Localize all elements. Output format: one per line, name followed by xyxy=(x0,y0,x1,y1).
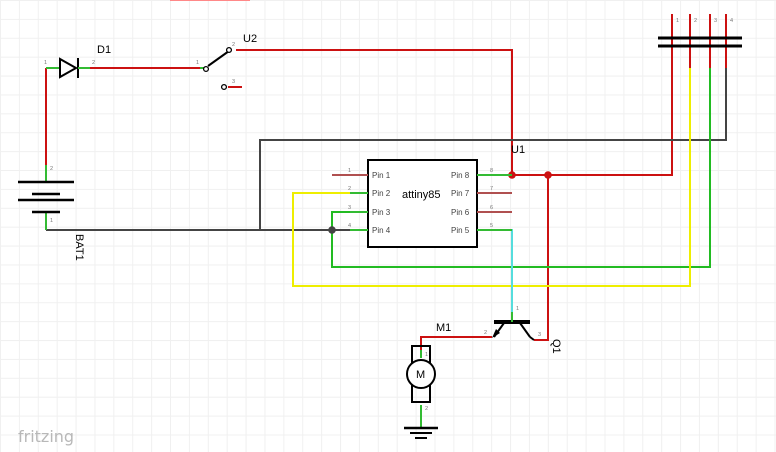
u2-pin1-number: 1 xyxy=(196,60,199,66)
chip-right-pin-name: Pin 8 xyxy=(451,171,470,180)
chip-left-pin-number: 4 xyxy=(348,223,351,229)
chip-left-pin-number: 2 xyxy=(348,186,351,192)
chip-right-pin-name: Pin 5 xyxy=(451,226,470,235)
d1-pin2-number: 2 xyxy=(92,60,95,66)
switch-lever-icon xyxy=(207,50,230,67)
q1-pin2-number: 2 xyxy=(484,330,487,336)
q1-pin3-number: 3 xyxy=(538,332,541,338)
chip-right-pin-number: 5 xyxy=(490,223,493,229)
junction-ground xyxy=(328,226,336,234)
chip-left-pin-name: Pin 4 xyxy=(372,226,391,235)
chip-name: attiny85 xyxy=(402,189,441,201)
wire-pin3-to-header3 xyxy=(331,68,711,268)
chip-left-pin-name: Pin 2 xyxy=(372,189,391,198)
d1-pin1-number: 1 xyxy=(44,60,47,66)
chip-right-pin-number: 6 xyxy=(490,205,493,211)
wire-pin5-to-q1 xyxy=(478,229,513,312)
bat1-pin2-number: 2 xyxy=(50,166,53,172)
d1-label: D1 xyxy=(97,44,111,56)
m1-label: M1 xyxy=(436,322,451,334)
wire-u2-to-rail xyxy=(236,49,513,175)
u2-label: U2 xyxy=(243,33,257,45)
chip-left-pin-name: Pin 3 xyxy=(372,208,391,217)
wire-pin8-to-header1 xyxy=(478,68,673,176)
wire-rail-to-q1 xyxy=(534,175,549,341)
header-pin-number: 3 xyxy=(714,18,717,24)
ground-symbol xyxy=(404,426,438,439)
u2-pin2-number: 2 xyxy=(232,42,235,48)
fritzing-watermark: fritzing xyxy=(18,427,74,446)
u2-pin3-number: 3 xyxy=(232,79,235,85)
bat1-label: BAT1 xyxy=(73,234,85,261)
m1-pin1-number: 1 xyxy=(425,352,428,358)
wire-m1-to-q1 xyxy=(420,336,492,350)
wire-ground-loop xyxy=(259,68,727,230)
q1-label: Q1 xyxy=(550,339,562,354)
chip-left-pin-number: 1 xyxy=(348,168,351,174)
motor-symbol-icon xyxy=(406,359,436,389)
diode-symbol-icon xyxy=(59,57,79,79)
switch-u2[interactable]: 1 2 3 U2 xyxy=(196,33,257,91)
bat1-pin1-number: 1 xyxy=(50,218,53,224)
diode-d1[interactable]: 1 2 D1 xyxy=(44,44,111,79)
chip-right-pin-number: 7 xyxy=(490,186,493,192)
chip-right-pin-name: Pin 7 xyxy=(451,189,470,198)
chip-left-pin-name: Pin 1 xyxy=(372,171,391,180)
header-pin-number: 4 xyxy=(730,18,733,24)
header-pin-number: 1 xyxy=(676,18,679,24)
wire-pin2-to-header2 xyxy=(292,68,691,287)
battery-bat1[interactable]: 2 1 BAT1 xyxy=(18,166,85,261)
u1-label: U1 xyxy=(511,144,525,156)
motor-symbol-letter: M xyxy=(416,369,425,381)
header-pin-number: 2 xyxy=(694,18,697,24)
q1-pin1-number: 1 xyxy=(516,306,519,312)
chip-u1[interactable]: attiny85 U1 1 2 3 4 Pin 1 Pin 2 Pin 3 Pi… xyxy=(332,144,525,248)
chip-left-pin-number: 3 xyxy=(348,205,351,211)
header-connector[interactable]: 1 2 3 4 xyxy=(658,14,742,68)
m1-pin2-number: 2 xyxy=(425,406,428,412)
chip-body xyxy=(367,159,478,248)
junction-rail-b xyxy=(544,171,552,179)
transistor-q1[interactable]: 1 2 3 Q1 xyxy=(484,306,562,354)
motor-m1[interactable]: M 1 2 M1 xyxy=(406,322,451,412)
chip-right-pin-name: Pin 6 xyxy=(451,208,470,217)
chip-right-pin-number: 8 xyxy=(490,168,493,174)
